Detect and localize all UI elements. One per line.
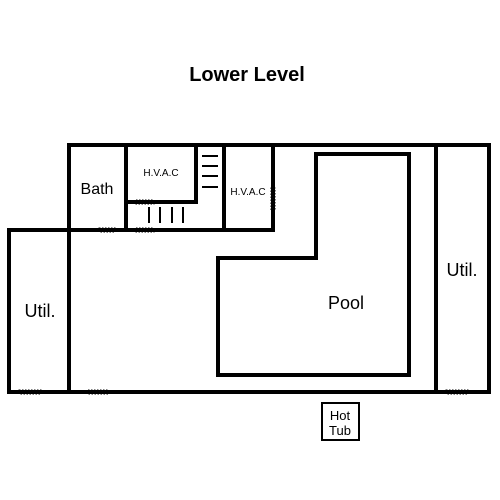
room-label-hot-tub-line2: Tub	[329, 423, 351, 438]
exterior-walls	[7, 143, 491, 394]
doorway	[18, 389, 42, 395]
room-label-util-right: Util.	[447, 260, 478, 280]
pool-outline	[216, 152, 411, 377]
room-label-util-left: Util.	[25, 301, 56, 321]
stairs	[148, 155, 218, 223]
room-label-hot-tub-line1: Hot	[330, 408, 351, 423]
doorway	[270, 187, 276, 211]
room-label-hvac-left: H.V.A.C	[143, 168, 178, 179]
doorway	[135, 199, 155, 205]
util-left-outline	[7, 228, 71, 394]
doorways	[18, 187, 469, 395]
interior-walls	[67, 143, 438, 394]
room-label-bath: Bath	[81, 181, 114, 198]
doorway	[445, 389, 469, 395]
hot-tub-outline	[321, 402, 360, 441]
doorway	[135, 227, 155, 233]
doorway	[98, 227, 116, 233]
room-label-pool: Pool	[328, 293, 364, 313]
plan-title: Lower Level	[189, 64, 305, 86]
room-labels: Bath H.V.A.C H.V.A.C Util. Util. Pool Ho…	[25, 168, 478, 438]
doorway	[87, 389, 109, 395]
room-label-hvac-right: H.V.A.C	[230, 187, 265, 198]
main-building-outline	[67, 143, 491, 394]
